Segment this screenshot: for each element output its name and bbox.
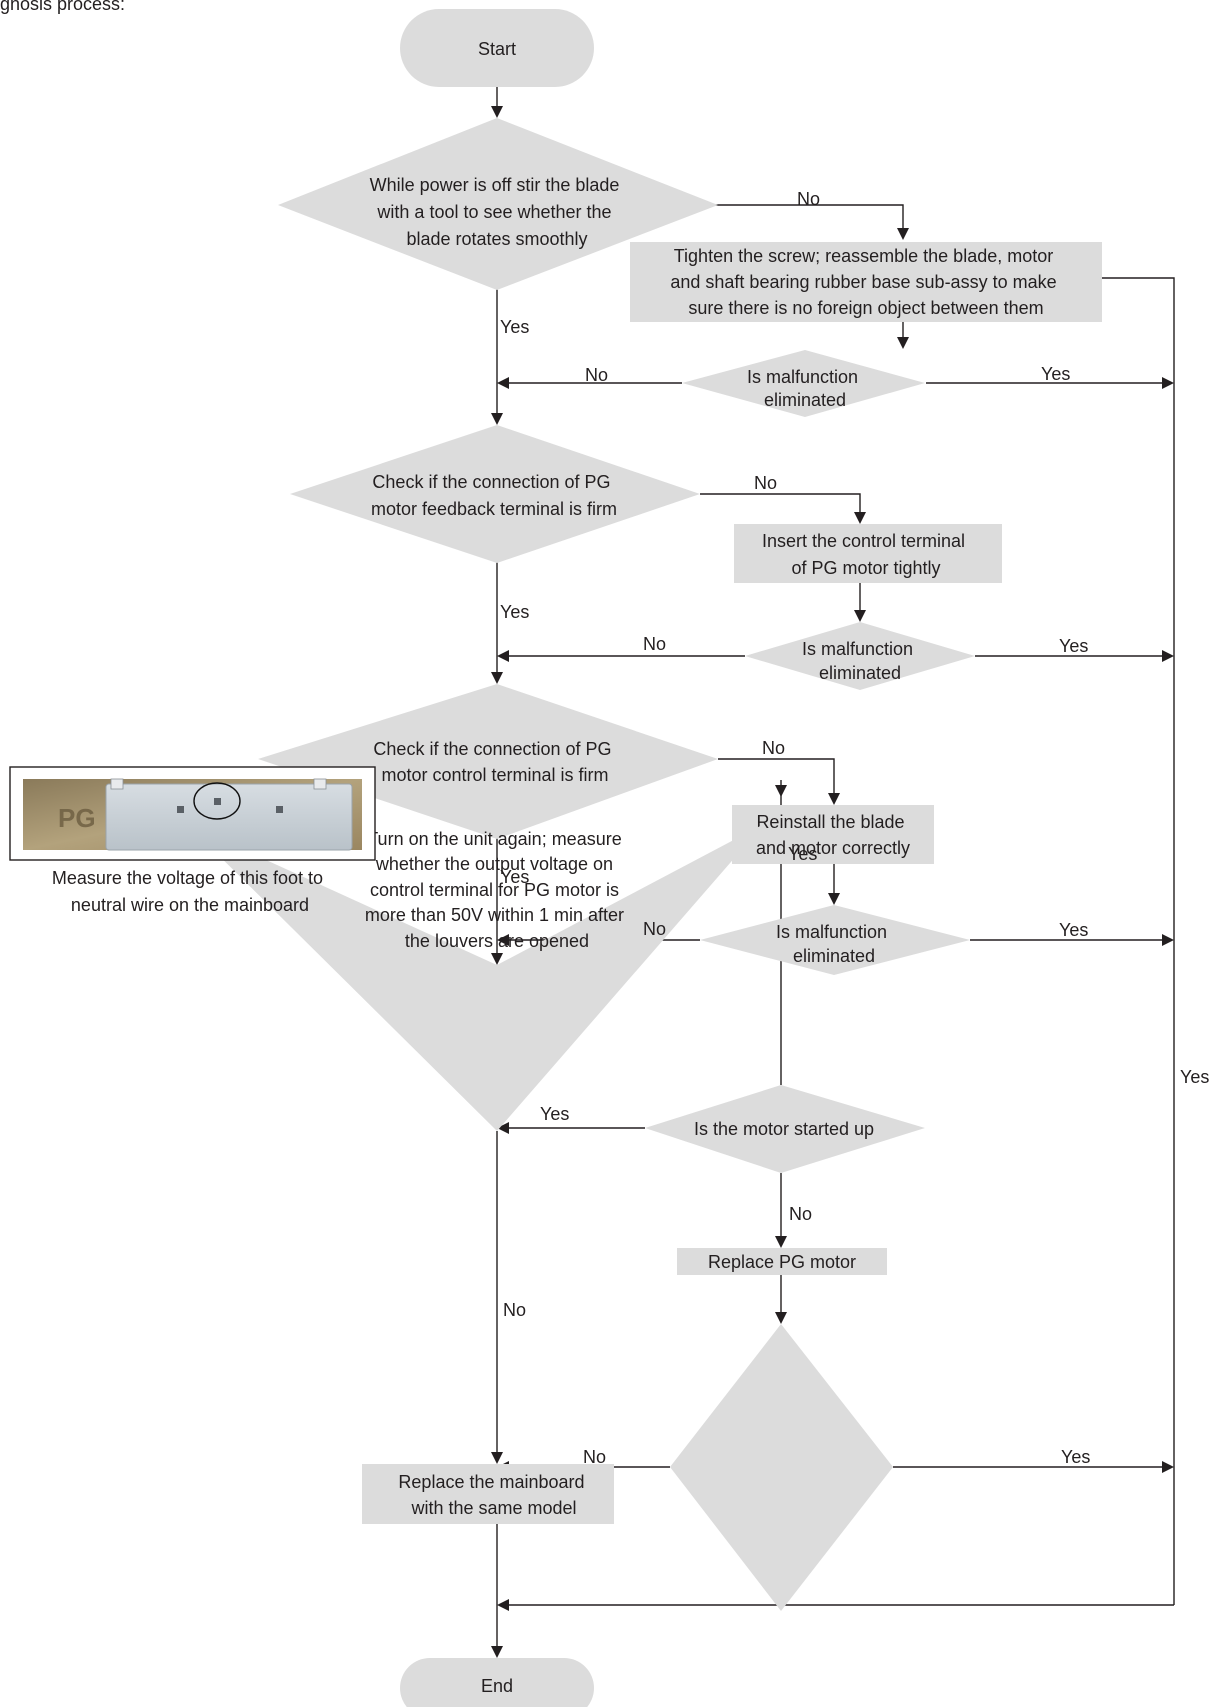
- decision-feedback-terminal: Check if the connection of PG motor feed…: [290, 425, 700, 563]
- edge-label: No: [643, 634, 666, 654]
- p2-line: Insert the control terminal: [762, 531, 965, 551]
- d4-line: more than 50V within 1 min after: [365, 905, 624, 925]
- edge-label: No: [762, 738, 785, 758]
- decision-malfunction-3: Is malfunction eliminated: [700, 905, 970, 975]
- edge-label: Yes: [1041, 364, 1070, 384]
- m3-line: Is malfunction: [776, 922, 887, 942]
- svg-text:Is malfunction eliminate: Is malfunction eliminated: [747, 367, 863, 410]
- node-start: Start: [400, 9, 594, 87]
- d4-line: control terminal for PG motor is: [370, 880, 619, 900]
- d5-line: Is the motor started up: [694, 1119, 874, 1139]
- d1-line: blade rotates smoothly: [406, 229, 587, 249]
- edge-label: No: [643, 919, 666, 939]
- p3-line: and motor correctly: [756, 838, 910, 858]
- svg-text:Tighten the screw; reassemble: Tighten the screw; reassemble the blade,…: [670, 246, 1061, 318]
- decision-malfunction-5: [670, 1324, 893, 1611]
- decision-output-voltage: Turn on the unit again; measure whether …: [187, 824, 764, 1131]
- p1-line: sure there is no foreign object between …: [688, 298, 1043, 318]
- m1-line: Is malfunction: [747, 367, 858, 387]
- edge-label: Yes: [788, 844, 817, 864]
- svg-text:Insert the control terminal: Insert the control terminal of PG motor …: [762, 531, 970, 578]
- m2-line: eliminated: [819, 663, 901, 683]
- d2-line: Check if the connection of PG: [372, 472, 610, 492]
- d4-line: the louvers are opened: [405, 931, 589, 951]
- p5-line: Replace PG motor: [708, 1252, 856, 1272]
- d4-line: Turn on the unit again; measure: [367, 829, 622, 849]
- d1-line: with a tool to see whether the: [376, 202, 611, 222]
- decision-blade-rotation: While power is off stir the blade with a…: [278, 118, 718, 290]
- p6-line: Replace the mainboard: [398, 1472, 584, 1492]
- d4-line: whether the output voltage on: [375, 854, 613, 874]
- edge-label: Yes: [500, 867, 529, 887]
- p6-line: with the same model: [410, 1498, 576, 1518]
- p1-line: and shaft bearing rubber base sub-assy t…: [670, 272, 1056, 292]
- edge-label: No: [585, 365, 608, 385]
- edge-label: Yes: [500, 602, 529, 622]
- process-reinstall-blade: Reinstall the blade and motor correctly: [732, 805, 934, 864]
- photo-caption: Measure the voltage of this foot to neut…: [52, 868, 328, 915]
- svg-text:While power is off stir the bl: While power is off stir the blade with a…: [370, 175, 625, 249]
- edge-label: No: [754, 473, 777, 493]
- process-replace-mainboard: Replace the mainboard with the same mode…: [362, 1464, 614, 1524]
- page-header: ignosis process:: [0, 0, 125, 14]
- photo-caption-line: neutral wire on the mainboard: [71, 895, 309, 915]
- m1-line: eliminated: [764, 390, 846, 410]
- edge-label: No: [583, 1447, 606, 1467]
- d2-line: motor feedback terminal is firm: [371, 499, 617, 519]
- edge-label: Yes: [1059, 920, 1088, 940]
- svg-text:Is malfunction eliminate: Is malfunction eliminated: [776, 922, 892, 966]
- edge-label: No: [789, 1204, 812, 1224]
- svg-text:Check if the connection of PG: Check if the connection of PG motor feed…: [371, 472, 617, 519]
- edge-label: Yes: [1059, 636, 1088, 656]
- process-insert-terminal: Insert the control terminal of PG motor …: [734, 524, 1002, 583]
- edge-label: Yes: [540, 1104, 569, 1124]
- decision-malfunction-2: Is malfunction eliminated: [745, 622, 975, 690]
- start-label: Start: [478, 39, 516, 59]
- svg-text:Replace the mainboard wi: Replace the mainboard with the same mode…: [398, 1472, 589, 1518]
- decision-control-terminal: Check if the connection of PG motor cont…: [258, 684, 718, 839]
- svg-text:Is malfunction eliminate: Is malfunction eliminated: [802, 639, 918, 683]
- pg-print-mark: PG: [58, 803, 96, 833]
- connector-photo: PG: [9, 766, 376, 861]
- end-label: End: [481, 1676, 513, 1696]
- edge-label: No: [797, 189, 820, 209]
- edge-label: No: [503, 1300, 526, 1320]
- p2-line: of PG motor tightly: [791, 558, 940, 578]
- process-replace-pg-motor: Replace PG motor: [677, 1248, 887, 1275]
- p3-line: Reinstall the blade: [756, 812, 904, 832]
- d3-line: Check if the connection of PG: [373, 739, 611, 759]
- m2-line: Is malfunction: [802, 639, 913, 659]
- svg-text:Turn on the unit again; measur: Turn on the unit again; measure whether …: [365, 829, 629, 951]
- svg-text:Reinstall the blade and: Reinstall the blade and motor correctly: [756, 812, 910, 858]
- d3-line: motor control terminal is firm: [381, 765, 608, 785]
- decision-motor-started: Is the motor started up: [645, 1085, 925, 1173]
- decision-malfunction-1: Is malfunction eliminated: [682, 350, 925, 417]
- edge-label: Yes: [500, 317, 529, 337]
- m3-line: eliminated: [793, 946, 875, 966]
- svg-text:Check if the connection of PG: Check if the connection of PG motor cont…: [373, 739, 616, 785]
- edge-labels: No Yes No Yes No Yes No Yes No Yes No Ye…: [500, 189, 1209, 1467]
- node-end: End: [400, 1658, 594, 1707]
- process-tighten-screw: Tighten the screw; reassemble the blade,…: [630, 242, 1102, 322]
- p1-line: Tighten the screw; reassemble the blade,…: [674, 246, 1054, 266]
- measurement-pin-marker: [193, 782, 241, 820]
- d1-line: While power is off stir the blade: [370, 175, 620, 195]
- edge-label: Yes: [1180, 1067, 1209, 1087]
- edge-label: Yes: [1061, 1447, 1090, 1467]
- photo-caption-line: Measure the voltage of this foot to: [52, 868, 323, 888]
